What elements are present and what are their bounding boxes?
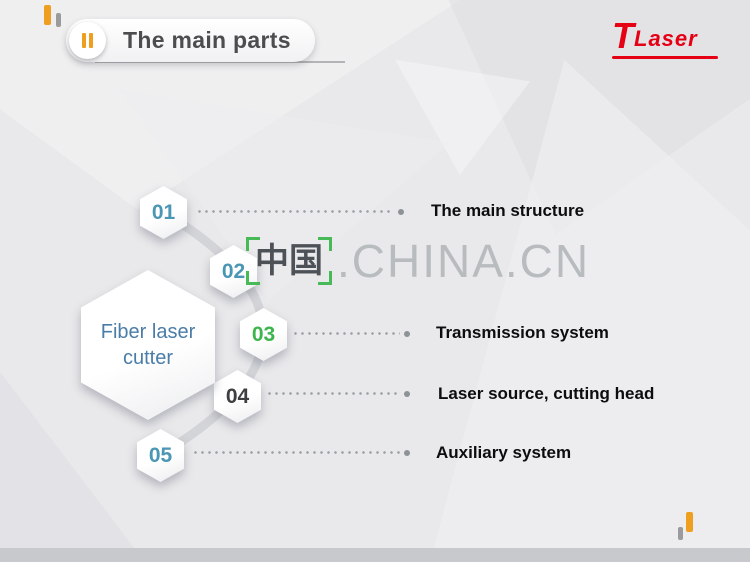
hex-node-02: 02 [210,245,257,298]
bottom-strip [0,548,750,562]
hex-number: 01 [151,200,176,224]
corner-accent-bar-orange [44,5,51,25]
page-title: The main parts [123,27,291,53]
pause-bars-icon [69,22,106,59]
part-label-main-structure: The main structure [431,201,585,220]
watermark-cjk-box: 中国 [246,236,332,286]
hex-node-05: 05 [137,429,184,482]
leader-dot [404,391,410,397]
watermark-bracket-icon [246,236,260,251]
watermark: 中国 .CHINA.CN [246,234,590,288]
hex-number: 03 [251,322,276,346]
leader-line [292,332,400,335]
hex-node-01: 01 [140,186,187,239]
leader-line [266,392,400,395]
leader-dot [404,450,410,456]
center-label-line2: cutter [122,347,173,369]
watermark-bracket-icon [318,236,332,251]
accent-bar [89,33,93,48]
accent-bar [82,33,86,48]
corner-accent-bar-grey [56,13,61,27]
corner-accent-bar-orange [686,512,693,532]
watermark-domain-text: .CHINA.CN [337,235,591,287]
title-underline [95,61,345,63]
hex-number: 05 [148,443,173,467]
hex-number: 02 [221,259,246,283]
watermark-bracket-icon [318,271,332,286]
watermark-cjk-text: 中国 [255,241,323,280]
part-label-transmission-system: Transmission system [436,323,609,342]
part-label-auxiliary-system: Auxiliary system [436,443,572,462]
leader-dot [398,209,404,215]
leader-dot [404,331,410,337]
hex-number: 04 [225,384,250,408]
brand-logo: TLaser [612,18,718,59]
center-label: Fiber laser cutter [101,319,195,371]
logo-text: Laser [634,26,698,51]
part-label-laser-source: Laser source, cutting head [438,384,655,403]
logo-letter-t: T [612,15,634,56]
leader-line [196,210,394,213]
watermark-bracket-icon [246,271,260,286]
corner-accent-bar-grey [678,527,683,540]
center-label-line1: Fiber laser [100,321,196,343]
logo-underline [612,56,718,59]
hex-center-fiber-laser-cutter: Fiber laser cutter [81,270,215,420]
hex-node-04: 04 [214,370,261,423]
leader-line [192,451,400,454]
title-banner: The main parts [66,19,315,62]
hex-node-03: 03 [240,308,287,361]
